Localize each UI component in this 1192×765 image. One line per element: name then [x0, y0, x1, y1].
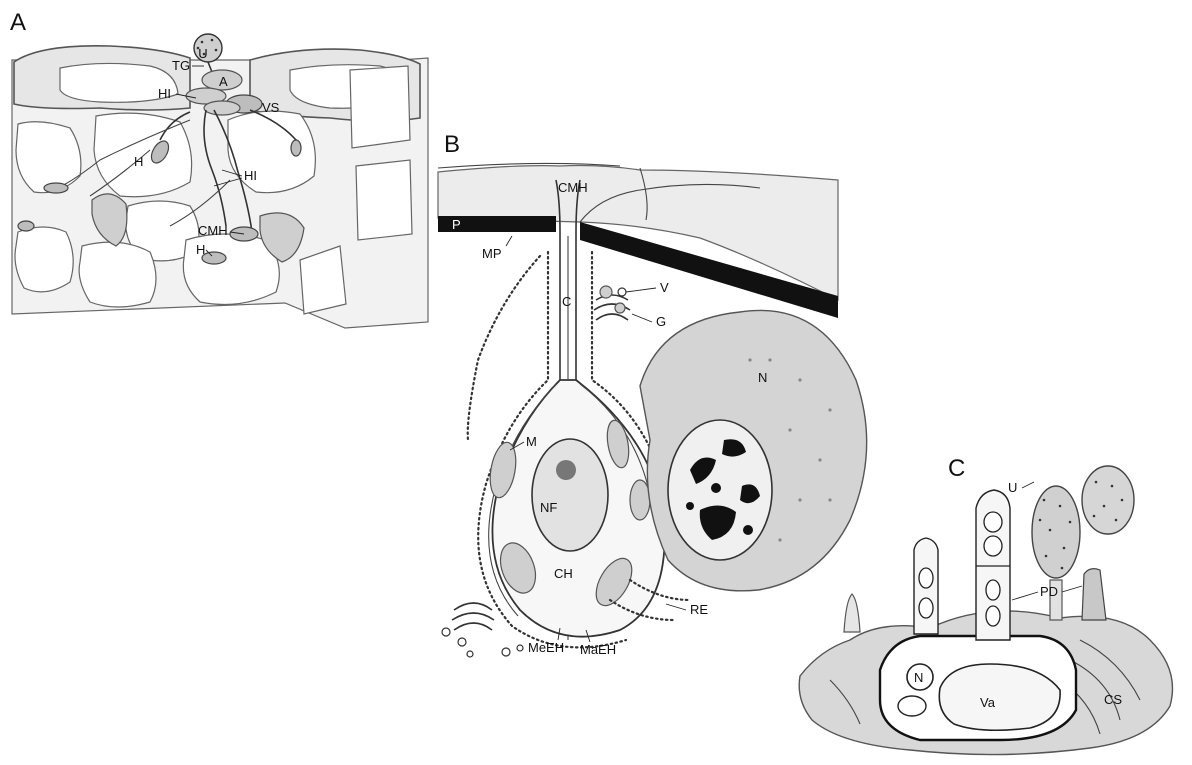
- panel-b-letter: B: [444, 131, 460, 158]
- panel-b-haustorium-drawing: [438, 163, 867, 657]
- panel-b-label-c: C: [562, 294, 571, 309]
- panel-b-label-meeh: MeEH: [528, 640, 564, 655]
- panel-b-fungal-nucleus: [532, 439, 608, 551]
- panel-b-label-m: M: [526, 434, 537, 449]
- panel-b-label-v: V: [660, 280, 669, 295]
- panel-b-label-cmh: CMH: [558, 180, 588, 195]
- panel-b-vesicle: [618, 288, 626, 296]
- panel-a-label-cmh: CMH: [198, 223, 228, 238]
- panel-a-label-a: A: [219, 74, 228, 89]
- panel-a-label-hi-2: HI: [244, 168, 257, 183]
- panel-a-label-h-2: H: [196, 242, 205, 257]
- panel-b-label-maeh: MaEH: [580, 642, 616, 657]
- panel-c-drawing: [799, 466, 1172, 755]
- panel-c-letter: C: [948, 455, 965, 482]
- panel-c-label-cs: CS: [1104, 692, 1122, 707]
- panel-a-label-hi-1: HI: [158, 86, 171, 101]
- panel-b-label-mp: MP: [482, 246, 502, 261]
- panel-a-label-h-1: H: [134, 154, 143, 169]
- panel-c-vacuole: [939, 664, 1060, 730]
- panel-a-letter: A: [10, 9, 26, 36]
- panel-b-label-p: P: [452, 217, 461, 232]
- panel-b-golgi: [594, 286, 630, 320]
- panel-b-label-n: N: [758, 370, 767, 385]
- panel-a-label-u: U: [198, 46, 207, 61]
- panel-b-label-g: G: [656, 314, 666, 329]
- panel-c-urediniospore-2: [1082, 466, 1134, 534]
- panel-c-urediniospore-1: [1032, 486, 1080, 578]
- panel-b-label-nf: NF: [540, 500, 557, 515]
- panel-c-label-u: U: [1008, 480, 1017, 495]
- panel-a: A: [10, 9, 428, 328]
- panel-c-label-pd: PD: [1040, 584, 1058, 599]
- panel-b: B: [438, 131, 867, 657]
- panel-a-label-tg: TG: [172, 58, 190, 73]
- panel-c-label-va: Va: [980, 695, 996, 710]
- panel-c-label-n: N: [914, 670, 923, 685]
- panel-b-label-ch: CH: [554, 566, 573, 581]
- panel-a-label-vs: VS: [262, 100, 280, 115]
- panel-b-label-re: RE: [690, 602, 708, 617]
